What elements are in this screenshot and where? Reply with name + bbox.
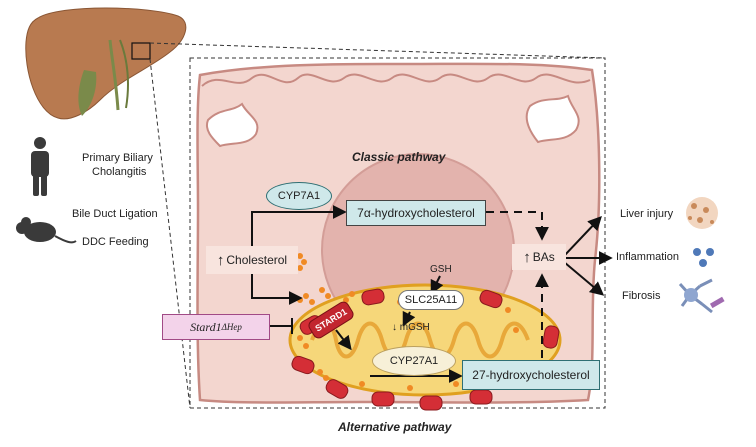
inflammation-icon bbox=[693, 248, 714, 267]
cholesterol-label: Cholesterol bbox=[226, 253, 288, 267]
zoom-line-bottom bbox=[149, 58, 191, 409]
bas-node: ↑ BAs bbox=[512, 244, 566, 270]
arrow-bas-to-fibrosis bbox=[563, 261, 605, 296]
zoom-frame bbox=[189, 57, 606, 409]
stard1-hep-label: Stard1 bbox=[190, 319, 222, 334]
arrow-gsh-to-slc bbox=[430, 275, 444, 295]
stard1-hep-superscript: ΔHep bbox=[221, 322, 242, 332]
fibrosis-icon bbox=[678, 278, 725, 314]
arrow-slc-to-mgsh bbox=[402, 310, 416, 327]
slc25a11-label: SLC25A11 bbox=[404, 294, 458, 306]
canaliculus-left bbox=[206, 102, 259, 148]
arrow-bas-to-injury bbox=[563, 215, 602, 257]
liver-injury-icon bbox=[686, 197, 718, 229]
cyp27a1-label: CYP27A1 bbox=[389, 355, 439, 367]
arrow-chol-to-7a bbox=[251, 205, 347, 248]
gsh-label: GSH bbox=[430, 264, 452, 275]
arrow-7a-to-bas bbox=[486, 211, 549, 241]
outcome-liver-injury: Liver injury bbox=[620, 208, 674, 220]
model-bdl: Bile Duct Ligation bbox=[72, 208, 158, 220]
cyp7a1-label: CYP7A1 bbox=[277, 190, 321, 202]
classic-pathway-label: Classic pathway bbox=[352, 150, 446, 164]
cholesterol-node: ↑ Cholesterol bbox=[206, 246, 298, 274]
hydroxy7a-label: 7α-hydroxycholesterol bbox=[357, 206, 475, 220]
mouse-icon bbox=[16, 217, 77, 244]
model-pbc-line1: Primary Biliary bbox=[82, 152, 153, 164]
bas-label: BAs bbox=[532, 250, 555, 264]
hydroxy27-node: 27-hydroxycholesterol bbox=[462, 360, 600, 390]
arrows bbox=[251, 205, 613, 383]
cholesterol-up-arrow: ↑ bbox=[216, 251, 225, 269]
slc25a11-node: SLC25A11 bbox=[398, 290, 464, 310]
hydroxy7a-node: 7α-hydroxycholesterol bbox=[346, 200, 486, 226]
human-icon bbox=[31, 137, 49, 196]
outcome-inflammation: Inflammation bbox=[616, 251, 679, 263]
cell-membrane-wave bbox=[201, 73, 591, 87]
cyp7a1-node: CYP7A1 bbox=[266, 182, 332, 210]
zoom-line-top bbox=[149, 42, 606, 59]
canaliculus-right bbox=[525, 94, 580, 144]
arrow-chol-to-mito bbox=[251, 272, 303, 305]
zoom-box bbox=[131, 42, 151, 60]
mgsh-node: ↓ mGSH bbox=[392, 322, 430, 333]
hydroxy27-label: 27-hydroxycholesterol bbox=[472, 368, 590, 382]
bas-up-arrow: ↑ bbox=[523, 248, 531, 266]
cyp27a1-node: CYP27A1 bbox=[372, 346, 456, 376]
alternative-pathway-label: Alternative pathway bbox=[338, 420, 452, 434]
mgsh-label: mGSH bbox=[399, 322, 430, 333]
mgsh-down-arrow: ↓ bbox=[392, 322, 397, 333]
liver-illustration bbox=[25, 7, 187, 120]
model-pbc-line2: Cholangitis bbox=[92, 166, 147, 178]
arrow-stard1-down bbox=[335, 329, 352, 351]
outcome-fibrosis: Fibrosis bbox=[622, 290, 661, 302]
model-ddc: DDC Feeding bbox=[82, 236, 149, 248]
